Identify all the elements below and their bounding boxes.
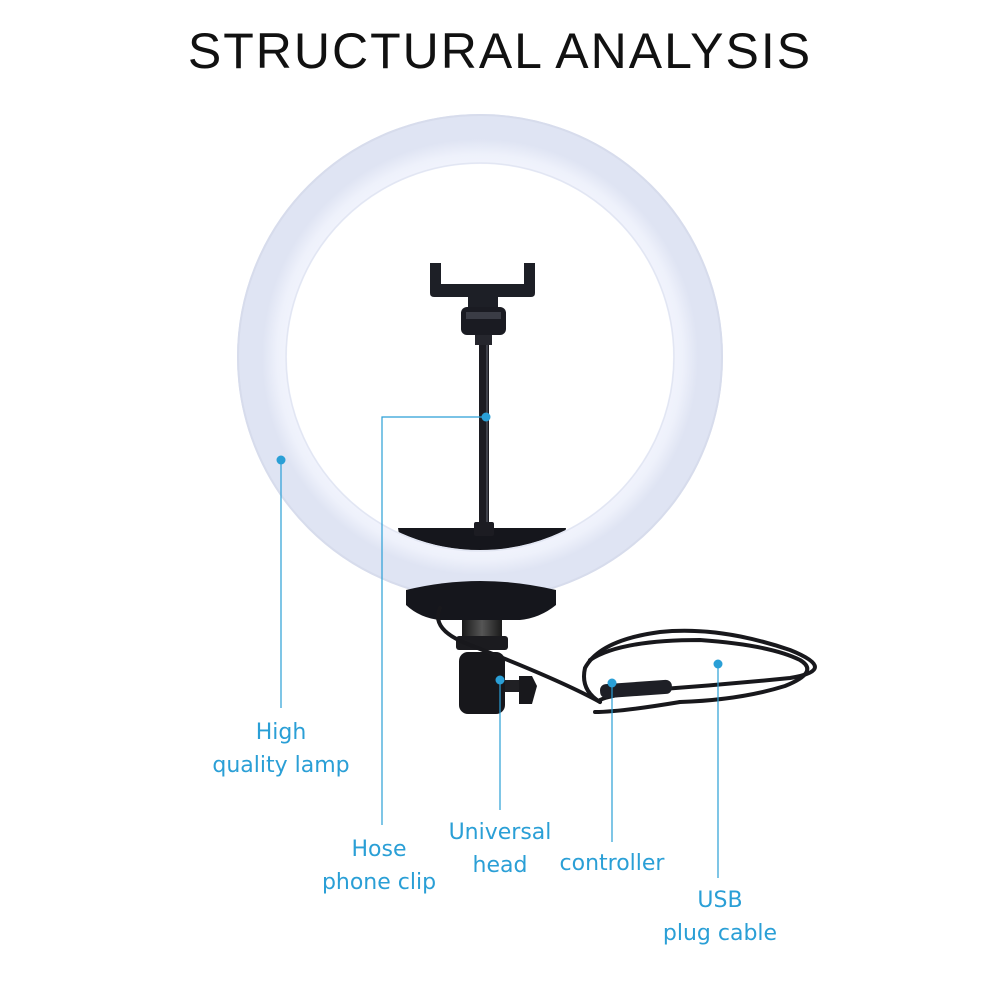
- callout-hose-phone-clip: Hose phone clip: [304, 833, 454, 899]
- callout-head-line1: Universal: [448, 820, 552, 845]
- callout-usb-line1: USB: [697, 888, 743, 913]
- callout-controller-line1: controller: [559, 851, 665, 876]
- controller-marker: [607, 678, 617, 688]
- callout-lamp-line2: quality lamp: [212, 753, 350, 778]
- lamp-marker: [276, 455, 286, 465]
- callout-controller: controller: [552, 847, 672, 880]
- head-marker: [495, 675, 505, 685]
- inline-controller: [600, 679, 672, 699]
- bottom-housing: [406, 581, 556, 620]
- hose-leader: [381, 416, 486, 825]
- ring-lamp: [237, 114, 723, 600]
- hose-marker: [481, 412, 491, 422]
- usb-marker: [713, 659, 723, 669]
- callout-high-quality-lamp: High quality lamp: [196, 716, 366, 782]
- clip-knob: [461, 307, 506, 345]
- callout-hose-line1: Hose: [351, 837, 407, 862]
- page-title: STRUCTURAL ANALYSIS: [187, 23, 813, 79]
- callout-lamp-line1: High: [255, 720, 307, 745]
- callout-usb-line2: plug cable: [662, 921, 778, 946]
- phone-clip: [430, 263, 535, 307]
- callout-hose-line2: phone clip: [321, 870, 437, 895]
- callout-universal-head: Universal head: [438, 816, 562, 882]
- callout-usb-plug-cable: USB plug cable: [648, 884, 792, 950]
- callout-head-line2: head: [472, 853, 528, 878]
- usb-cable: [436, 606, 817, 714]
